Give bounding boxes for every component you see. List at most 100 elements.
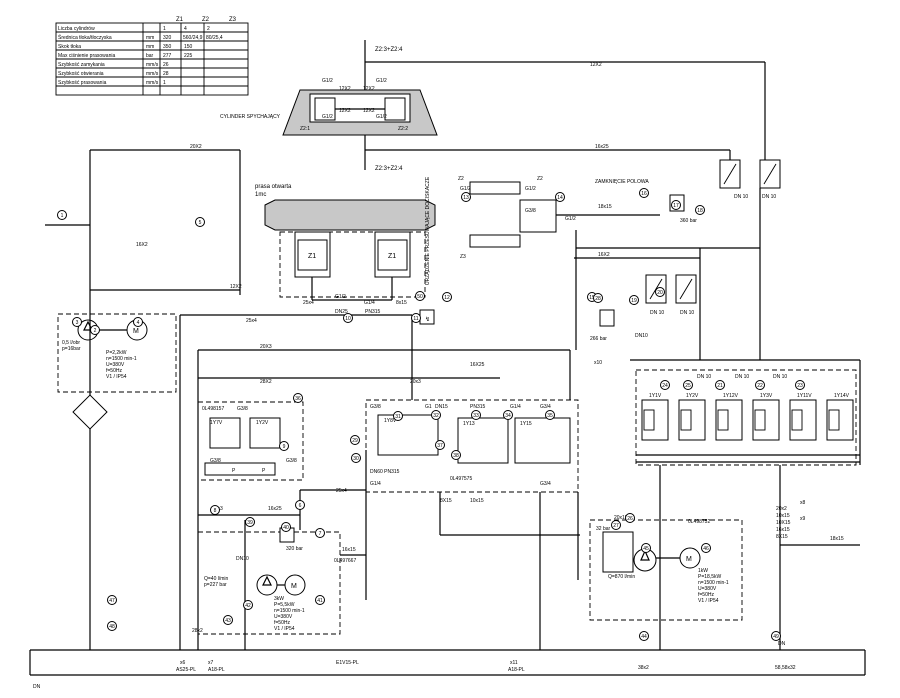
component-balloon-number: 32	[433, 413, 439, 419]
component-balloon-number: 3	[76, 320, 79, 326]
throttle-pair-top: DN 10 DN 10 360 bar	[669, 62, 781, 224]
svg-text:16x25: 16x25	[268, 506, 282, 512]
component-balloon-number: 34	[505, 413, 511, 419]
svg-text:Z1: Z1	[308, 253, 316, 260]
svg-text:28X2: 28X2	[260, 379, 272, 385]
component-balloon-number: 33	[473, 413, 479, 419]
svg-text:1Y14V: 1Y14V	[834, 393, 850, 399]
coordination-device: Z2 Z2 G1/2 G1/2 Z3 G3/8 G1/2 ZAMKNIĘCIE …	[425, 176, 660, 285]
valve-block: 1Y2V	[678, 393, 706, 441]
table-cell: Średnica tłoka/tłoczyska	[58, 33, 112, 41]
svg-text:12X2: 12X2	[363, 108, 375, 114]
table-cell: 560/24,9	[183, 35, 203, 41]
svg-text:16x15: 16x15	[342, 547, 356, 553]
svg-text:PN315: PN315	[470, 404, 486, 410]
component-balloon	[243, 600, 253, 610]
valve-block: 1Y11V	[789, 393, 817, 441]
svg-text:1Y15: 1Y15	[520, 421, 532, 427]
svg-text:DN60 PN315: DN60 PN315	[370, 469, 400, 475]
component-balloon-number: 26	[627, 516, 633, 522]
component-balloon	[471, 410, 481, 420]
svg-text:1Y13: 1Y13	[463, 421, 475, 427]
svg-text:12X2: 12X2	[590, 62, 602, 68]
svg-text:16x15: 16x15	[776, 527, 790, 533]
component-balloon	[393, 411, 403, 421]
svg-text:18x15: 18x15	[830, 536, 844, 542]
component-balloon	[625, 513, 635, 523]
svg-text:G1/2: G1/2	[565, 216, 576, 222]
component-balloon	[593, 293, 603, 303]
component-balloon	[133, 317, 143, 327]
table-cell: mm/s	[146, 80, 159, 86]
table-cell: mm	[146, 35, 154, 41]
component-balloon	[72, 317, 82, 327]
svg-text:38x2: 38x2	[638, 665, 649, 671]
component-balloon-number: 13	[463, 195, 469, 201]
svg-text:ZAMKNIĘCIE POLOWA: ZAMKNIĘCIE POLOWA	[595, 179, 649, 185]
svg-text:8X15: 8X15	[776, 534, 788, 540]
table-cell: 2	[207, 26, 210, 32]
svg-text:AS25-PL: AS25-PL	[176, 667, 196, 673]
component-balloon	[293, 393, 303, 403]
svg-text:M: M	[291, 583, 297, 590]
svg-text:DN15: DN15	[435, 404, 448, 410]
component-balloon	[210, 505, 220, 515]
component-balloon-number: 4	[137, 320, 140, 326]
svg-text:1Y7V: 1Y7V	[210, 420, 223, 426]
table-cell: 150	[184, 44, 193, 50]
svg-text:G3/8: G3/8	[210, 458, 221, 464]
svg-text:20x2: 20x2	[776, 506, 787, 512]
svg-text:G1/4: G1/4	[510, 404, 521, 410]
svg-text:25x4: 25x4	[303, 300, 314, 306]
component-balloon-number: 35	[547, 413, 553, 419]
svg-text:8X15: 8X15	[440, 498, 452, 504]
svg-text:Z2: Z2	[458, 176, 464, 182]
svg-text:1Y2V: 1Y2V	[686, 393, 699, 399]
component-balloon-number: 46	[703, 546, 709, 552]
table-cell: 26	[163, 62, 169, 68]
table-header-z3: Z3	[229, 17, 237, 23]
svg-text:360 bar: 360 bar	[680, 218, 697, 224]
component-balloon-number: 45	[643, 546, 649, 552]
svg-text:DN 10: DN 10	[650, 310, 664, 316]
component-balloon	[107, 621, 117, 631]
component-balloon	[771, 631, 781, 641]
svg-text:Z2:3+Z2:4: Z2:3+Z2:4	[375, 47, 403, 53]
svg-text:0L498752: 0L498752	[688, 519, 710, 525]
svg-text:12X2: 12X2	[339, 86, 351, 92]
component-balloon	[57, 210, 67, 220]
table-cell: Szybkość otwierania	[58, 71, 104, 77]
svg-text:DN10: DN10	[236, 556, 249, 562]
component-balloon	[695, 205, 705, 215]
table-cell: 1	[163, 26, 166, 32]
svg-text:Z3: Z3	[460, 254, 466, 260]
component-balloon-number: 30	[353, 456, 359, 462]
component-balloon	[281, 522, 291, 532]
component-balloon	[442, 292, 452, 302]
component-balloon-number: 9	[283, 444, 286, 450]
component-balloon	[315, 528, 325, 538]
table-header-z2: Z2	[202, 17, 210, 23]
component-balloon-number: 14	[557, 195, 563, 201]
svg-text:G1/2: G1/2	[460, 186, 471, 192]
svg-text:25x4: 25x4	[246, 318, 257, 324]
svg-text:DN 10: DN 10	[762, 194, 776, 200]
component-balloon	[245, 517, 255, 527]
svg-text:DN 10: DN 10	[697, 374, 711, 380]
svg-text:M: M	[686, 556, 692, 563]
table-cell: mm/s	[146, 62, 159, 68]
table-cell: Liczba cylindrów	[58, 26, 95, 32]
component-balloon-number: 42	[245, 603, 251, 609]
component-balloon-number: 31	[395, 414, 401, 420]
svg-text:G3/8: G3/8	[370, 404, 381, 410]
component-balloon-number: 7	[319, 531, 322, 537]
component-balloon	[295, 500, 305, 510]
svg-text:10x15: 10x15	[776, 513, 790, 519]
component-balloon	[411, 313, 421, 323]
svg-text:G1/2: G1/2	[322, 114, 333, 120]
